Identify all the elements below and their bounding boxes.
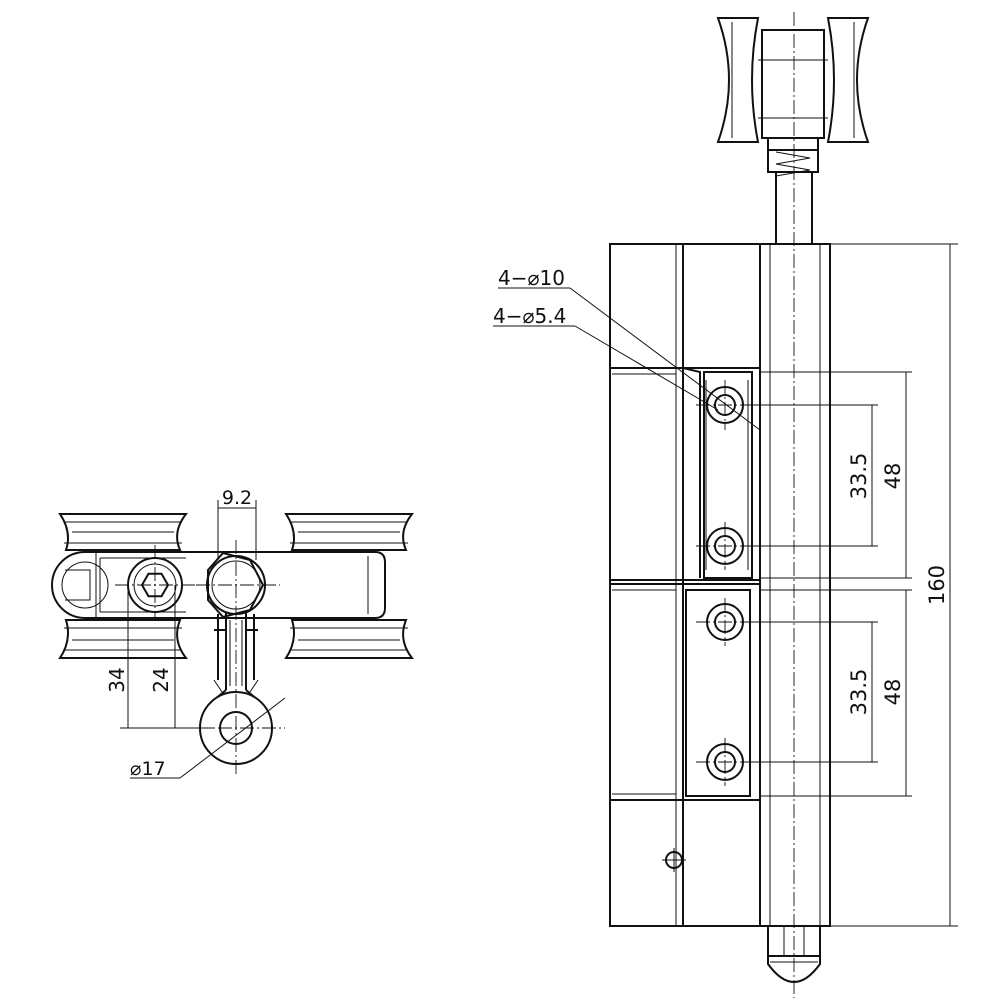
dim-bore-label: 9.2 xyxy=(222,487,252,509)
dim-24-label: 24 xyxy=(149,667,173,692)
dim-large-holes-label: 4−⌀10 xyxy=(498,266,565,290)
side-view: 9.2 34 24 ⌀17 xyxy=(51,487,415,780)
dim-upper-spacing-label: 33.5 xyxy=(847,453,871,500)
extension-lines xyxy=(745,243,958,927)
dim-bore: 9.2 xyxy=(217,487,257,560)
upper-left-pulley xyxy=(58,513,189,551)
hinge-body xyxy=(609,243,831,927)
dim-lower-pitch: 48 xyxy=(881,590,907,796)
dim-upper-pitch-label: 48 xyxy=(881,463,905,490)
front-view-centerlines xyxy=(696,12,795,998)
dim-lower-spacing-label: 33.5 xyxy=(847,669,871,716)
hinge-pin-rod xyxy=(775,172,813,244)
carriage-bar xyxy=(51,551,386,619)
dim-small-holes-label: 4−⌀5.4 xyxy=(493,304,566,328)
hole-callout-leaders: 4−⌀10 4−⌀5.4 xyxy=(493,266,761,431)
connecting-arm xyxy=(213,612,259,701)
dim-eye-diameter-label: ⌀17 xyxy=(130,758,166,780)
upper-right-pulley xyxy=(284,513,415,551)
dim-total-height-label: 160 xyxy=(925,565,949,605)
dim-lower-pitch-label: 48 xyxy=(881,679,905,706)
dim-total-height: 160 xyxy=(925,244,951,926)
side-view-centerlines xyxy=(115,540,285,775)
dim-lower-spacing: 33.5 xyxy=(847,622,873,762)
lower-right-pulley xyxy=(284,619,415,659)
dim-upper-pitch: 48 xyxy=(881,372,907,578)
dim-34: 34 xyxy=(105,585,215,729)
lower-left-pulley xyxy=(58,619,189,659)
top-roller-assembly xyxy=(716,17,870,177)
dim-eye-diameter: ⌀17 xyxy=(130,697,286,780)
front-view: 4−⌀10 4−⌀5.4 33.5 48 33.5 xyxy=(493,12,958,998)
dim-34-label: 34 xyxy=(105,667,129,692)
dim-upper-spacing: 33.5 xyxy=(847,405,873,546)
dim-24: 24 xyxy=(149,585,176,728)
